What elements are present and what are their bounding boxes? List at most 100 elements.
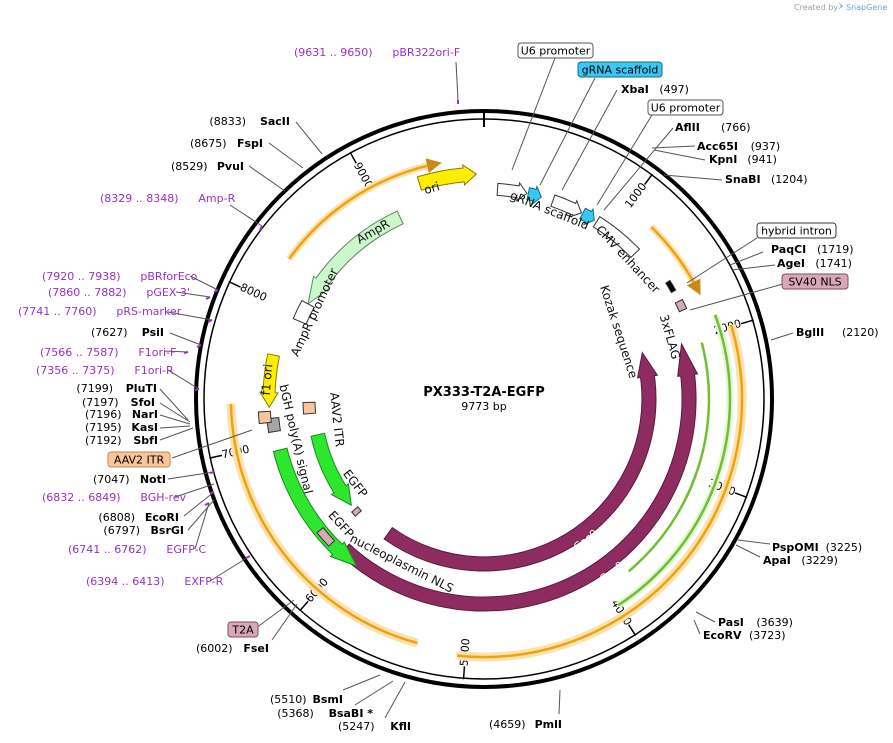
box-t2a: T2A: [231, 624, 254, 637]
primer-tick: [204, 502, 210, 506]
primer-tick: [259, 225, 263, 231]
site-pvui-pos: (8529): [171, 160, 208, 173]
site-acc65i-name: Acc65I: [697, 140, 738, 153]
primer-amp-r-range: (8329 .. 8348): [100, 192, 179, 205]
primer-tick: [194, 388, 200, 391]
plasmid-name: PX333-T2A-EGFP: [423, 385, 545, 400]
site-paqci-name: PaqCI: [771, 243, 806, 256]
site-pmli-pos: (4659): [489, 718, 526, 731]
site-pasi-name: PasI: [718, 616, 744, 629]
site-sacii-pos: (8833): [209, 115, 246, 128]
ori-arrow: [416, 163, 478, 191]
site-bsabi-pos: (5368): [277, 707, 314, 720]
primer-pbrforeco-name: pBRforEco: [140, 270, 197, 283]
primer-pgex3-name: pGEX 3': [146, 286, 190, 299]
site-kfli-name: KflI: [390, 720, 411, 733]
site-fsei-pos: (6002): [196, 642, 233, 655]
box-sv40-nls-box: [781, 273, 849, 290]
box-grna-scaffold-box: [577, 61, 663, 78]
box-u6-promoter-1: U6 promoter: [521, 45, 591, 58]
grna-scaffold-arrow-2: [579, 207, 595, 226]
site-noti-name: NotI: [140, 473, 166, 486]
tick-mark: [462, 666, 466, 680]
box-u6-promoter-2: U6 promoter: [651, 102, 721, 115]
site-kfli-pos: (5247): [338, 720, 375, 733]
site-kpni-pos: (941): [747, 153, 777, 166]
site-nari-pos: (7196): [85, 408, 122, 421]
tick-mark: [228, 280, 241, 288]
orange-arc: [650, 226, 701, 296]
orange-arcs: [226, 158, 747, 662]
ampr-arrow: [307, 210, 404, 306]
primer-bgh-rev-name: BGH-rev: [140, 491, 186, 504]
site-pmli-name: PmlI: [535, 718, 562, 731]
site-fspi-name: FspI: [237, 137, 263, 150]
site-apai-name: ApaI: [763, 554, 791, 567]
primer-pbr322ori-f-name: pBR322ori-F: [392, 46, 460, 59]
f1-ori-arrow: [259, 353, 280, 409]
site-agei-name: AgeI: [777, 257, 805, 270]
primer-f1ori-f-name: F1ori-F: [138, 346, 176, 359]
site-bsmi-pos: (5510): [270, 693, 307, 706]
u6-promoter-arrow-2: [550, 194, 583, 218]
cmv-promoter-bar: [665, 279, 677, 294]
site-sbfi-name: SbfI: [133, 434, 158, 447]
box-aav2-itr-box: [107, 451, 171, 468]
site-nari-name: NarI: [132, 408, 158, 421]
site-pspomi-name: PspOMI: [772, 541, 819, 554]
plasmid-length: 9773 bp: [461, 400, 506, 413]
feat-ori: ori: [422, 179, 441, 197]
site-snabi-pos: (1204): [771, 173, 808, 186]
primer-f1ori-r-name: F1ori-R: [134, 364, 174, 377]
tick-label: 8000: [238, 281, 269, 305]
primer-tick: [245, 555, 251, 559]
feat-aav2-itr: AAV2 ITR: [327, 392, 347, 448]
site-kasi-pos: (7195): [85, 421, 122, 434]
site-sacii-name: SacII: [260, 115, 290, 128]
tick-mark: [644, 173, 654, 185]
site-ecori-pos: (6808): [98, 511, 135, 524]
primer-egfp-c-name: EGFP-C: [166, 543, 206, 556]
snapgene-logo-icon: [838, 2, 843, 10]
site-bsmi-name: BsmI: [313, 693, 344, 706]
nls-marker: [316, 526, 336, 547]
site-bsrgi-name: BsrGI: [151, 524, 184, 537]
u6-promoter-arrow: [496, 181, 528, 202]
box-hybrid-intron: hybrid intron: [761, 225, 832, 238]
primer-tick: [209, 491, 215, 494]
primer-tick: [205, 296, 211, 300]
primer-tick: [213, 289, 219, 293]
orange-arc-halo: [648, 224, 701, 291]
primer-amp-r-name: Amp-R: [198, 192, 235, 205]
tick-mark: [740, 319, 754, 325]
cas9-inner-arrow: [383, 351, 659, 572]
site-fspi-pos: (8675): [190, 137, 227, 150]
box-u6-promoter-1-box: [517, 42, 594, 59]
site-pluti-name: PluTI: [126, 382, 157, 395]
primer-pbrforeco-range: (7920 .. 7938): [42, 270, 121, 283]
feature-arrows: [257, 163, 699, 612]
site-bglii-name: BglII: [796, 326, 824, 339]
primer-f1ori-r-range: (7356 .. 7375): [36, 364, 115, 377]
site-kasi-name: KasI: [131, 421, 158, 434]
site-kpni-name: KpnI: [709, 153, 737, 166]
site-sfoi-name: SfoI: [131, 396, 155, 409]
site-bsrgi-pos: (6797): [103, 524, 140, 537]
site-acc65i-pos: (937): [751, 140, 781, 153]
primer-tick: [207, 319, 213, 323]
site-pvui-name: PvuI: [217, 160, 244, 173]
site-bsabi-name: BsaBI *: [329, 707, 374, 720]
primer-bgh-rev-range: (6832 .. 6849): [42, 491, 121, 504]
aav2-itr-box: [257, 410, 272, 425]
feat-kozak: Kozak sequence: [597, 284, 640, 380]
site-ecorv-name: EcoRV: [703, 629, 742, 642]
orange-arc: [288, 158, 442, 260]
site-noti-pos: (7047): [93, 473, 130, 486]
watermark-created-by: Created by: [794, 3, 838, 12]
box-t2a-box: [227, 621, 259, 638]
egfp-outer-arrow: [272, 447, 358, 567]
box-aav2-itr: AAV2 ITR: [114, 454, 165, 467]
site-ecori-name: EcoRI: [145, 511, 179, 524]
box-u6-promoter-2-box: [647, 99, 724, 116]
site-ecorv-pos: (3723): [749, 629, 786, 642]
